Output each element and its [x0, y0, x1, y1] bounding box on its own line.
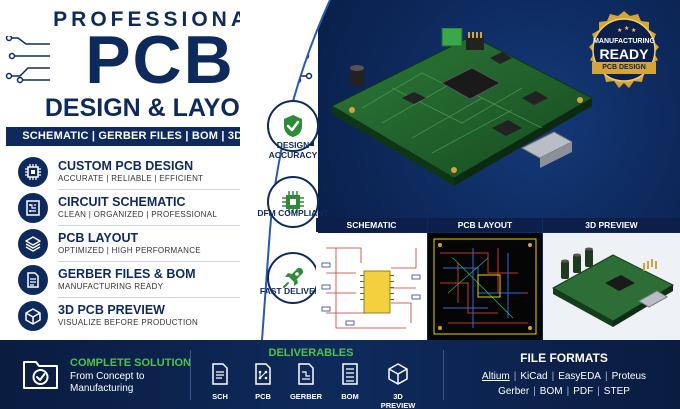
- deliverables-title: DELIVERABLES: [268, 347, 354, 359]
- feature-subtitle: OPTIMIZED | HIGH PERFORMANCE: [58, 246, 201, 255]
- format-gerber: Gerber: [498, 386, 530, 397]
- separator: [190, 350, 191, 400]
- schematic-drawing: [321, 247, 421, 329]
- feature-subtitle: MANUFACTURING READY: [58, 282, 164, 291]
- format-altium: Altium: [481, 371, 510, 382]
- badge-label: DESIGN ACCURACY: [268, 140, 318, 160]
- bom-file-icon: [342, 363, 358, 385]
- format-kicad: KiCad: [520, 371, 548, 382]
- solution-line2: Manufacturing: [70, 383, 134, 394]
- 3d-preview: [543, 233, 680, 340]
- pcb-layout-preview: [428, 233, 542, 340]
- feature-pcb-layout: PCB LAYOUT OPTIMIZED | HIGH PERFORMANCE: [18, 228, 308, 262]
- panel-title-3d-preview: 3D PREVIEW: [543, 218, 680, 232]
- feature-subtitle: CLEAN | ORGANIZED | PROFESSIONAL: [58, 210, 218, 219]
- solution-line1: From Concept to: [70, 371, 145, 382]
- deliverable-label: BOM: [341, 392, 359, 401]
- seal-line3: PCB DESIGN: [602, 64, 646, 71]
- feature-custom-pcb-design: CUSTOM PCB DESIGN ACCURATE | RELIABLE | …: [18, 156, 308, 190]
- divider: [58, 261, 254, 262]
- shield-check-icon: [284, 115, 302, 137]
- badge-fast-delivery: [267, 252, 319, 304]
- format-bom: BOM: [539, 386, 563, 397]
- schematic-preview: [316, 233, 427, 340]
- deliverable-3d-preview: 3D PREVIEW: [376, 363, 420, 409]
- seal-line1: MANUFACTURING: [593, 38, 655, 45]
- title-design-layout: DESIGN & LAYOUT: [44, 94, 274, 122]
- separator: [443, 350, 444, 400]
- circuit-trace-left-decoration: [5, 36, 50, 84]
- complete-solution-subtitle: From Concept to Manufacturing: [70, 371, 180, 395]
- deliverable-bom: BOM: [328, 363, 372, 401]
- tagline-bar: SCHEMATIC | GERBER FILES | BOM | 3D PREV…: [6, 127, 314, 146]
- schematic-icon: [18, 193, 48, 223]
- layers-icon: [18, 229, 48, 259]
- file-formats-title: FILE FORMATS: [520, 351, 608, 365]
- deliverable-sch: SCH: [198, 363, 242, 401]
- deliverable-pcb: PCB: [241, 363, 285, 401]
- badge-design-accuracy: [267, 100, 319, 152]
- deliverable-label: 3D PREVIEW: [380, 392, 416, 409]
- feature-title: CIRCUIT SCHEMATIC: [58, 195, 186, 209]
- feature-3d-pcb-preview: 3D PCB PREVIEW VISUALIZE BEFORE PRODUCTI…: [18, 300, 308, 333]
- feature-title: GERBER FILES & BOM: [58, 267, 196, 281]
- cube-icon: [18, 301, 48, 331]
- 3d-board-drawing: [551, 247, 675, 327]
- layout-drawing: [433, 238, 537, 335]
- schematic-file-icon: [212, 363, 228, 385]
- svg-text:★: ★: [617, 27, 622, 34]
- feature-title: CUSTOM PCB DESIGN: [58, 159, 194, 173]
- feature-subtitle: VISUALIZE BEFORE PRODUCTION: [58, 318, 199, 327]
- deliverable-gerber: GERBER: [284, 363, 328, 401]
- panel-title-schematic: SCHEMATIC: [316, 218, 427, 232]
- feature-title: PCB LAYOUT: [58, 231, 139, 245]
- format-pdf: PDF: [573, 386, 594, 397]
- divider: [58, 297, 254, 298]
- divider: [58, 189, 254, 190]
- feature-subtitle: ACCURATE | RELIABLE | EFFICIENT: [58, 174, 204, 183]
- pcb-file-icon: [255, 363, 271, 385]
- deliverable-label: PCB: [255, 392, 271, 401]
- format-easyeda: EasyEDA: [558, 371, 601, 382]
- rocket-icon: [283, 268, 303, 288]
- complete-solution-title: COMPLETE SOLUTION: [70, 357, 191, 369]
- gerber-file-icon: [298, 363, 314, 385]
- folder-check-icon: [23, 361, 58, 389]
- deliverable-label: GERBER: [289, 392, 323, 401]
- pcb-board-illustration: [330, 28, 594, 186]
- panel-title-layout: PCB LAYOUT: [428, 218, 542, 232]
- document-icon: [18, 265, 48, 295]
- svg-text:★: ★: [624, 25, 629, 32]
- divider: [58, 225, 254, 226]
- cube-icon: [388, 363, 408, 385]
- chip-icon: [18, 157, 48, 187]
- badge-label: FAST DELIVERY: [259, 286, 327, 296]
- bottom-bar: [0, 340, 680, 409]
- file-formats-row1: Altium|KiCad|EasyEDA|Proteus: [481, 371, 647, 382]
- title-professional: PROFESSIONAL: [53, 8, 267, 31]
- feature-title: 3D PCB PREVIEW: [58, 303, 165, 317]
- svg-text:★: ★: [631, 27, 636, 34]
- badge-dfm-compliant: [267, 176, 319, 228]
- feature-gerber-files-bom: GERBER FILES & BOM MANUFACTURING READY: [18, 264, 308, 298]
- format-proteus: Proteus: [611, 371, 647, 382]
- file-formats-row2: Gerber|BOM|PDF|STEP: [498, 386, 630, 397]
- format-step: STEP: [603, 386, 630, 397]
- title-pcb: PCB: [85, 22, 235, 98]
- manufacturing-ready-seal: ★ ★ ★: [589, 11, 659, 88]
- chip-icon: [282, 191, 304, 213]
- seal-line2: READY: [599, 46, 649, 62]
- deliverable-label: SCH: [212, 392, 228, 401]
- feature-circuit-schematic: CIRCUIT SCHEMATIC CLEAN | ORGANIZED | PR…: [18, 192, 308, 226]
- badge-label: DFM COMPLIANT: [257, 208, 329, 218]
